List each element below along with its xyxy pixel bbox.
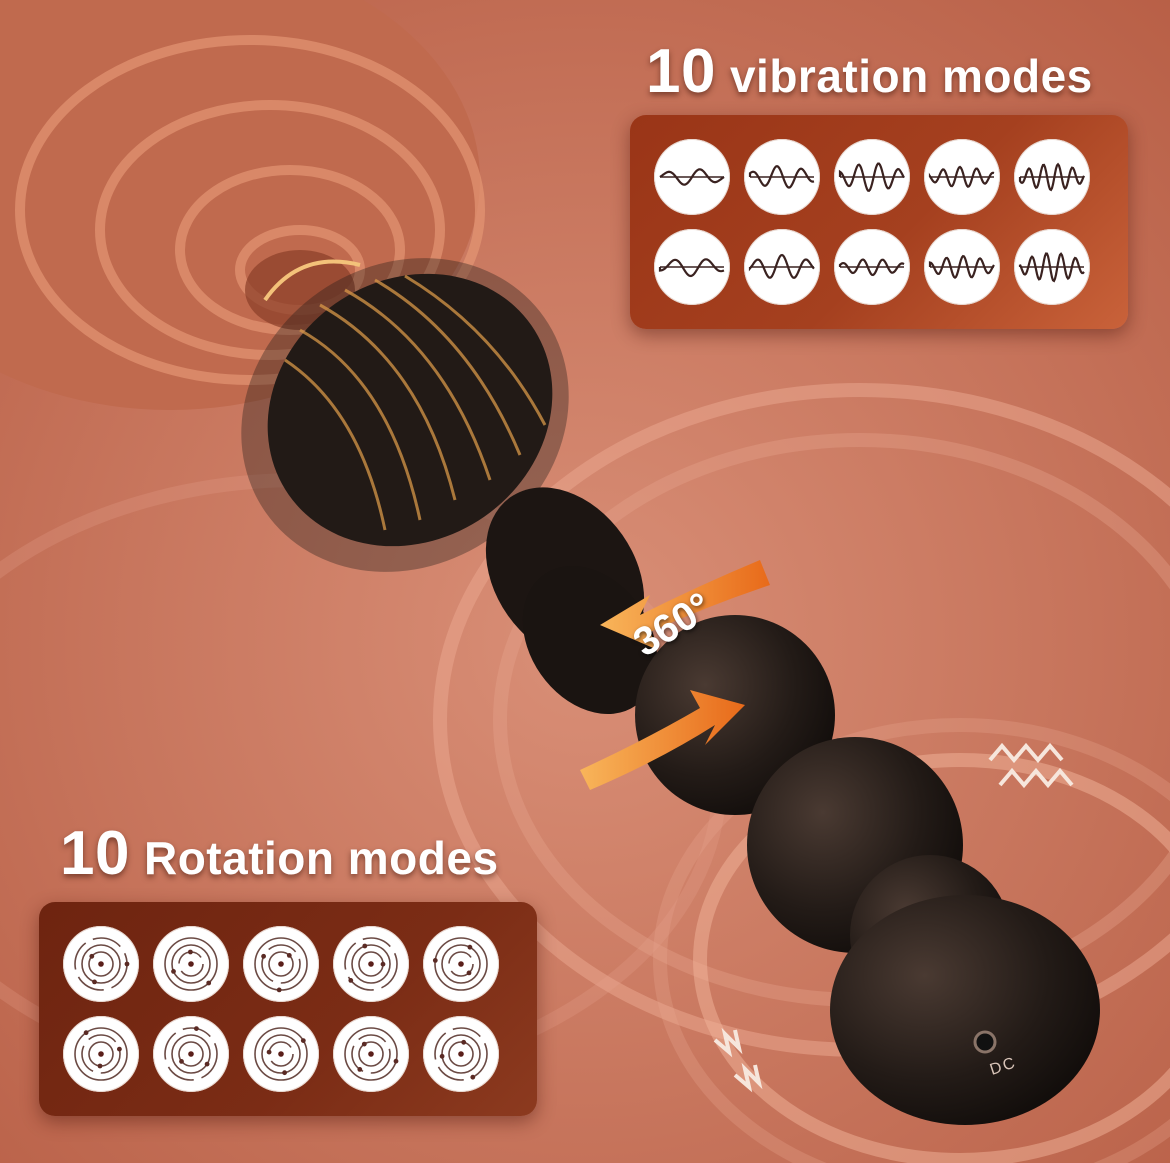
rotation-label: Rotation modes — [143, 832, 499, 884]
wave-mode-3-icon — [834, 139, 910, 215]
vibration-modes-panel — [630, 115, 1128, 329]
orbit-mode-9-icon — [333, 1016, 409, 1092]
orbit-mode-5-icon — [423, 926, 499, 1002]
orbit-mode-6-icon — [63, 1016, 139, 1092]
vibration-squiggles — [713, 742, 1074, 1093]
wave-mode-1-icon — [654, 139, 730, 215]
wave-mode-10-icon — [1014, 229, 1090, 305]
vibration-label: vibration modes — [729, 50, 1093, 102]
rotation-count: 10 — [60, 819, 130, 888]
wave-mode-9-icon — [924, 229, 1000, 305]
vibration-count: 10 — [646, 37, 716, 106]
wave-mode-7-icon — [744, 229, 820, 305]
rotation-arrows — [580, 560, 770, 790]
orbit-mode-7-icon — [153, 1016, 229, 1092]
orbit-mode-2-icon — [153, 926, 229, 1002]
orbit-mode-1-icon — [63, 926, 139, 1002]
wave-mode-5-icon — [1014, 139, 1090, 215]
wave-mode-6-icon — [654, 229, 730, 305]
wave-mode-8-icon — [834, 229, 910, 305]
orbit-mode-10-icon — [423, 1016, 499, 1092]
orbit-mode-8-icon — [243, 1016, 319, 1092]
wave-mode-2-icon — [744, 139, 820, 215]
orbit-mode-3-icon — [243, 926, 319, 1002]
orbit-mode-4-icon — [333, 926, 409, 1002]
rotation-modes-panel — [39, 902, 537, 1116]
wave-mode-4-icon — [924, 139, 1000, 215]
